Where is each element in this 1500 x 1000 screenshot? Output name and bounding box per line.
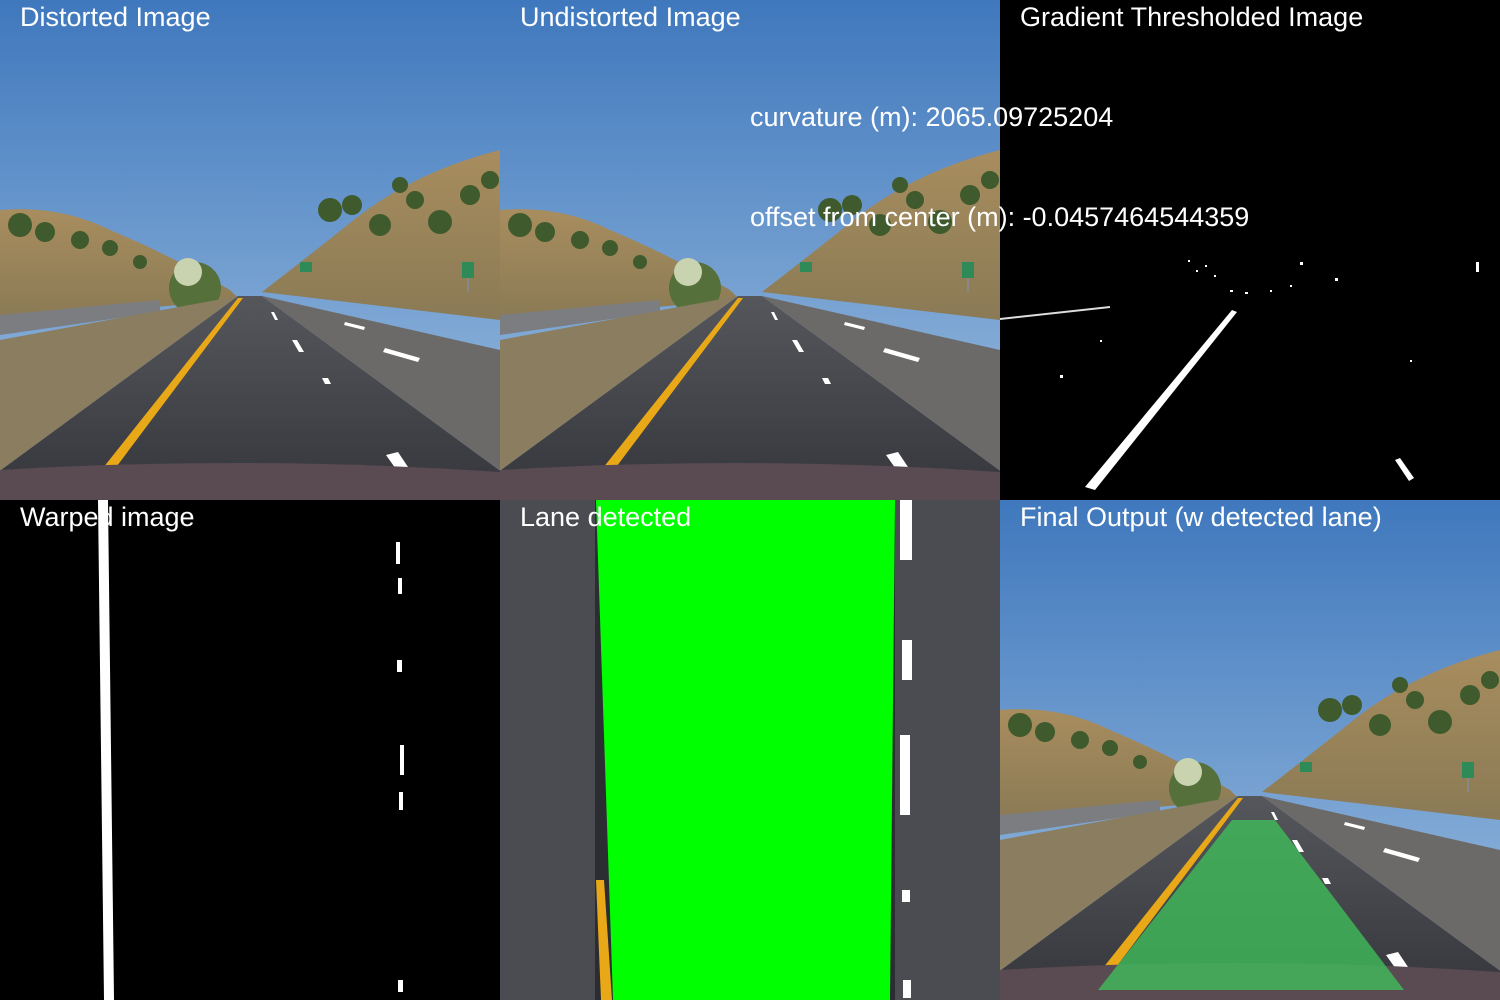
lane-fill-image [500, 500, 1000, 1000]
panel-title-lane: Lane detected [520, 502, 692, 532]
warped-binary-image [0, 500, 500, 1000]
panel-title-undistorted: Undistorted Image [520, 2, 741, 32]
gradient-thresholded-panel: Gradient Thresholded Image [1000, 0, 1500, 500]
distorted-image-panel: Distorted Image [0, 0, 500, 500]
lane-detected-panel: Lane detected [500, 500, 1000, 1000]
offset-readout: offset from center (m): -0.0457464544359 [750, 202, 1250, 232]
panel-title-warped: Warped image [20, 502, 195, 532]
undistorted-road-image [500, 0, 1000, 500]
final-output-panel: Final Output (w detected lane) [1000, 500, 1500, 1000]
warped-image-panel: Warped image [0, 500, 500, 1000]
undistorted-image-panel: Undistorted Image [500, 0, 1000, 500]
curvature-readout: curvature (m): 2065.09725204 [750, 102, 1114, 132]
final-output-image [1000, 500, 1500, 1000]
panel-title-gradient: Gradient Thresholded Image [1020, 2, 1364, 32]
binary-threshold-image [1000, 0, 1500, 500]
panel-title-distorted: Distorted Image [20, 2, 211, 32]
distorted-road-image [0, 0, 500, 500]
panel-title-final: Final Output (w detected lane) [1020, 502, 1382, 532]
